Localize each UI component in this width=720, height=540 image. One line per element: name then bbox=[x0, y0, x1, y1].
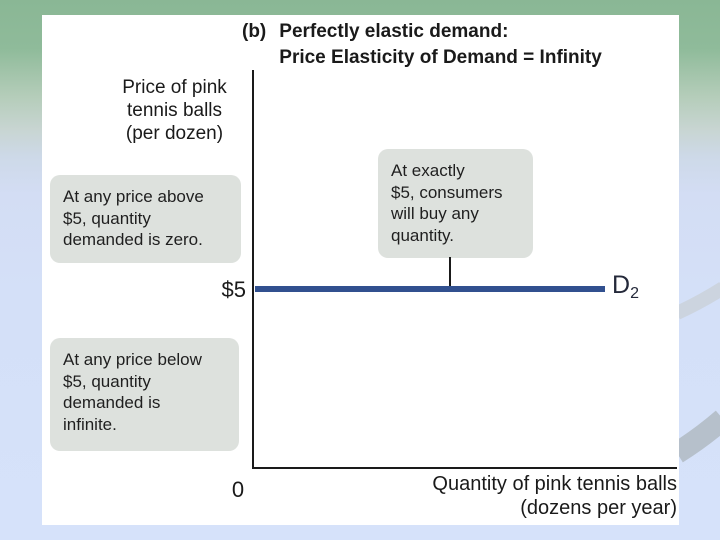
x-axis-line bbox=[252, 467, 677, 469]
figure-label: (b) bbox=[242, 21, 267, 42]
x-axis-label: Quantity of pink tennis balls (dozens pe… bbox=[357, 472, 677, 520]
swoosh-decoration bbox=[679, 282, 720, 463]
callout-exact-line2: $5, consumers bbox=[391, 182, 503, 202]
y-axis-line bbox=[252, 70, 254, 469]
x-axis-label-line2: (dozens per year) bbox=[520, 497, 677, 519]
demand-curve-line bbox=[255, 286, 605, 292]
callout-above-line3: demanded is zero. bbox=[63, 230, 203, 249]
figure-title: (b) Perfectly elastic demand: Price Elas… bbox=[242, 19, 602, 71]
figure-title-line1: Perfectly elastic demand: bbox=[279, 21, 509, 42]
callout-exact-line4: quantity. bbox=[391, 225, 455, 245]
callout-above-line1: At any price above bbox=[63, 187, 204, 206]
figure-title-line2: Price Elasticity of Demand = Infinity bbox=[279, 47, 602, 68]
y-axis-label-line3: (per dozen) bbox=[125, 123, 224, 144]
demand-curve-label-base: D bbox=[612, 271, 631, 299]
callout-price-exact: At exactly $5, consumers will buy any qu… bbox=[378, 149, 533, 258]
callout-price-below: At any price below $5, quantity demanded… bbox=[50, 338, 239, 451]
y-axis-label-line2: tennis balls bbox=[126, 100, 223, 121]
y-axis-label-line1: Price of pink bbox=[122, 77, 227, 98]
callout-below-line1: At any price below bbox=[63, 350, 202, 369]
callout-below-line2: $5, quantity bbox=[63, 371, 151, 391]
origin-label: 0 bbox=[231, 477, 245, 502]
price-tick-label: $5 bbox=[221, 277, 246, 302]
demand-curve-label: D2 bbox=[612, 271, 639, 303]
callout-exact-line3: will buy any bbox=[391, 204, 479, 223]
callout-below-line4: infinite. bbox=[63, 414, 117, 434]
callout-above-line2: $5, quantity bbox=[63, 208, 151, 228]
figure-title-lines: Perfectly elastic demand: Price Elastici… bbox=[279, 19, 602, 71]
callout-exact-line1: At exactly bbox=[391, 161, 465, 180]
callout-leader-line bbox=[449, 257, 451, 287]
swoosh-lower-icon bbox=[679, 410, 720, 463]
callout-price-above: At any price above $5, quantity demanded… bbox=[50, 175, 241, 263]
callout-below-line3: demanded is bbox=[63, 393, 161, 412]
swoosh-upper-icon bbox=[679, 282, 720, 320]
x-axis-label-line1: Quantity of pink tennis balls bbox=[432, 473, 677, 495]
figure-panel: (b) Perfectly elastic demand: Price Elas… bbox=[42, 15, 679, 525]
demand-curve-label-subscript: 2 bbox=[630, 285, 639, 302]
y-axis-label: Price of pink tennis balls (per dozen) bbox=[97, 76, 252, 145]
